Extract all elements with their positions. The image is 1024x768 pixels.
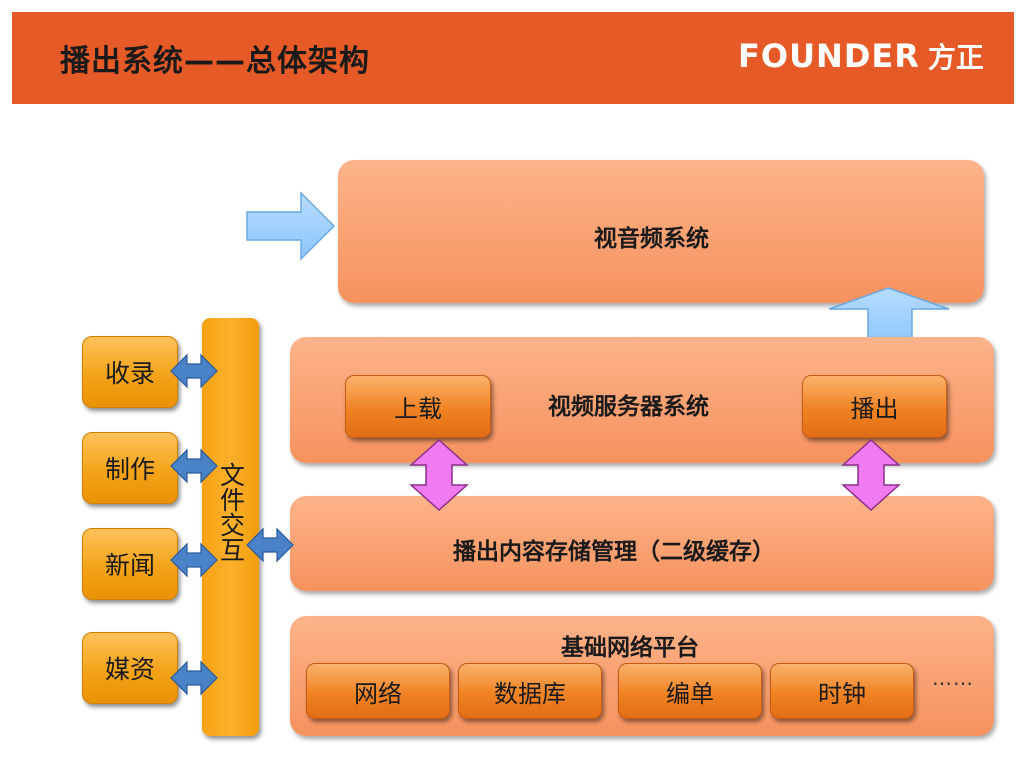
- storage-management-panel: [290, 496, 994, 591]
- input-right-arrow-icon: [246, 191, 336, 261]
- file-storage-double-arrow-icon: [246, 527, 294, 563]
- platform-item-clock[interactable]: 时钟: [770, 663, 914, 719]
- platform-item-network[interactable]: 网络: [306, 663, 450, 719]
- media-assets-double-arrow-icon: [170, 660, 218, 696]
- up-arrow-icon: [828, 287, 950, 348]
- playout-button[interactable]: 播出: [802, 375, 947, 438]
- video-server-label: 视频服务器系统: [548, 394, 709, 420]
- side-item-media-assets[interactable]: 媒资: [82, 632, 178, 704]
- more-ellipsis: ……: [932, 666, 974, 690]
- logo-latin: FOUNDER: [738, 37, 920, 75]
- header-bar: [12, 12, 1014, 104]
- av-system-panel: [338, 160, 984, 303]
- platform-item-schedule[interactable]: 编单: [618, 663, 762, 719]
- production-double-arrow-icon: [170, 448, 218, 484]
- upload-storage-double-arrow-icon: [409, 438, 469, 512]
- upload-button[interactable]: 上载: [345, 375, 491, 438]
- side-item-ingest[interactable]: 收录: [82, 336, 178, 408]
- ingest-double-arrow-icon: [170, 353, 218, 389]
- side-item-news[interactable]: 新闻: [82, 528, 178, 600]
- side-item-production[interactable]: 制作: [82, 432, 178, 504]
- playout-storage-double-arrow-icon: [841, 438, 901, 512]
- news-double-arrow-icon: [170, 542, 218, 578]
- platform-item-database[interactable]: 数据库: [458, 663, 602, 719]
- network-platform-label: 基础网络平台: [561, 635, 699, 661]
- page-title: 播出系统——总体架构: [60, 44, 370, 79]
- av-system-label: 视音频系统: [594, 226, 709, 252]
- file-exchange-text: 文件交互: [216, 462, 246, 562]
- file-exchange-label: 文件交互: [202, 462, 259, 562]
- file-exchange-bar: [202, 318, 259, 736]
- logo-cjk: 方正: [927, 41, 984, 74]
- storage-management-label: 播出内容存储管理（二级缓存）: [453, 539, 775, 565]
